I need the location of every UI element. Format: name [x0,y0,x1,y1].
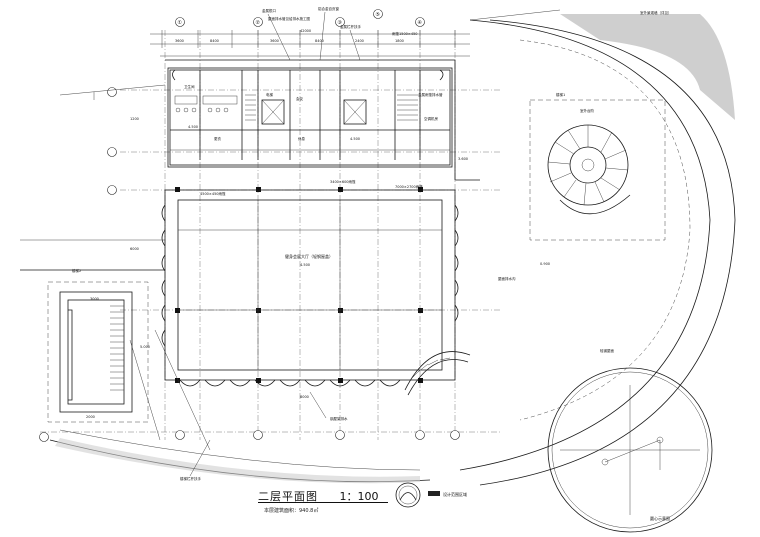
legend-label: 设计范围区域 [443,491,467,497]
hall-right-arches [454,204,459,322]
dim-text: 8400 [210,39,219,43]
dim-text: 8000 [300,395,309,399]
room-label: 电梯 [266,92,274,97]
room-label: 空调机房 [424,116,438,121]
annotation: 铝合金百页窗 [318,6,339,11]
dim-text: 8400 [315,39,324,43]
annotation: 金属栏杆扶手 [340,24,361,29]
axis-bubbles-top: ① ② ③ ④ ⑤ [175,9,425,27]
elevation-mark: 3.600 [458,157,468,161]
annotation: 屋面排水沟 [498,276,516,281]
north-compass [395,482,421,508]
dim-text: 1200 [130,117,139,121]
hall-bottom-arches [179,379,401,387]
room-label: 休息 [298,136,306,141]
annotation: 7000×2700雨篷 [395,184,423,189]
dim-text: 2400 [355,39,364,43]
elevations: 4.500 4.500 3.600 5.000 0.900 [140,125,550,349]
dim-text: 1800 [395,39,404,43]
hall-name: 健身会展大厅（轻钢屋盖） [285,253,333,259]
hall-left-arches [161,204,166,347]
circle-detail-label: 圆心示意图 [650,515,670,521]
dim-text: 2000 [86,415,95,419]
annotation: 楼梯1 [556,92,565,97]
legend: 设计范围区域 [428,491,467,497]
annotation: 屋面排水管见给排水施工图 [268,16,310,21]
annotations: 金属檐口 铝合金百页窗 屋面排水管见给排水施工图 雨篷1500×450 金属栏杆… [72,6,672,481]
annotation: 金属檐口 [262,8,276,13]
dim-text: 3600 [175,39,184,43]
pipe-lines [59,84,211,451]
dim-text: 42000 [300,29,311,33]
title-underline [258,502,388,503]
axis-label: ① [178,20,183,26]
annotation: 钢屋架排水 [330,416,348,421]
annotation: 3400×600雨篷 [330,179,356,184]
circle-detail: 圆心示意图 [547,367,713,533]
hall-inner-lines [178,200,442,370]
dim-text: 3000 [90,297,99,301]
annotation: 室外景观墙（详见） [640,10,672,15]
top-dimension-lines: 3600 8400 3600 8400 2400 1800 42000 [150,29,470,48]
elevation-mark: 4.500 [350,137,360,141]
room-label: 更衣 [214,136,221,141]
annotation: 金属雨篷排水管 [418,92,443,97]
drawing-title: 二层平面图 1：100 [258,488,379,504]
site-arcs [49,9,736,486]
elevation-mark: 0.900 [540,262,550,266]
axis-label: ② [256,20,261,26]
left-stair-block [20,239,165,423]
axis-label: ⑤ [376,12,380,18]
spiral-stair [529,99,666,241]
axis-label: ④ [418,20,423,26]
main-building-walls [160,55,480,381]
dim-text: 3600 [270,39,279,43]
annotation: 雨篷1500×450 [392,31,418,36]
drawing-name: 二层平面图 [258,490,318,503]
annotation: 室外台阶 [580,108,594,113]
elevation-mark: 4.500 [188,125,198,129]
annotation: 楼梯栏杆扶手 [180,476,201,481]
area-note: 本层建筑面积：940.8㎡ [264,508,319,514]
entrance-canopy [404,351,471,396]
axis-bubbles-bottom [39,87,460,442]
room-labels: 卫生间 会议 电梯 休息 空调机房 更衣 [184,84,438,141]
axis-label: ③ [338,20,342,26]
annotation: 轻钢屋面 [600,348,614,353]
annotation: 4500×450雨篷 [200,191,226,196]
hall-columns [175,187,423,383]
hall-elevation: 4.500 [300,263,310,267]
annotation: 楼梯2 [72,268,81,273]
dim-text: 6000 [130,247,139,251]
elevation-mark: 5.000 [140,345,150,349]
room-label: 会议 [296,96,304,101]
drawing-scale: 1：100 [339,490,379,503]
room-label: 卫生间 [184,84,195,89]
